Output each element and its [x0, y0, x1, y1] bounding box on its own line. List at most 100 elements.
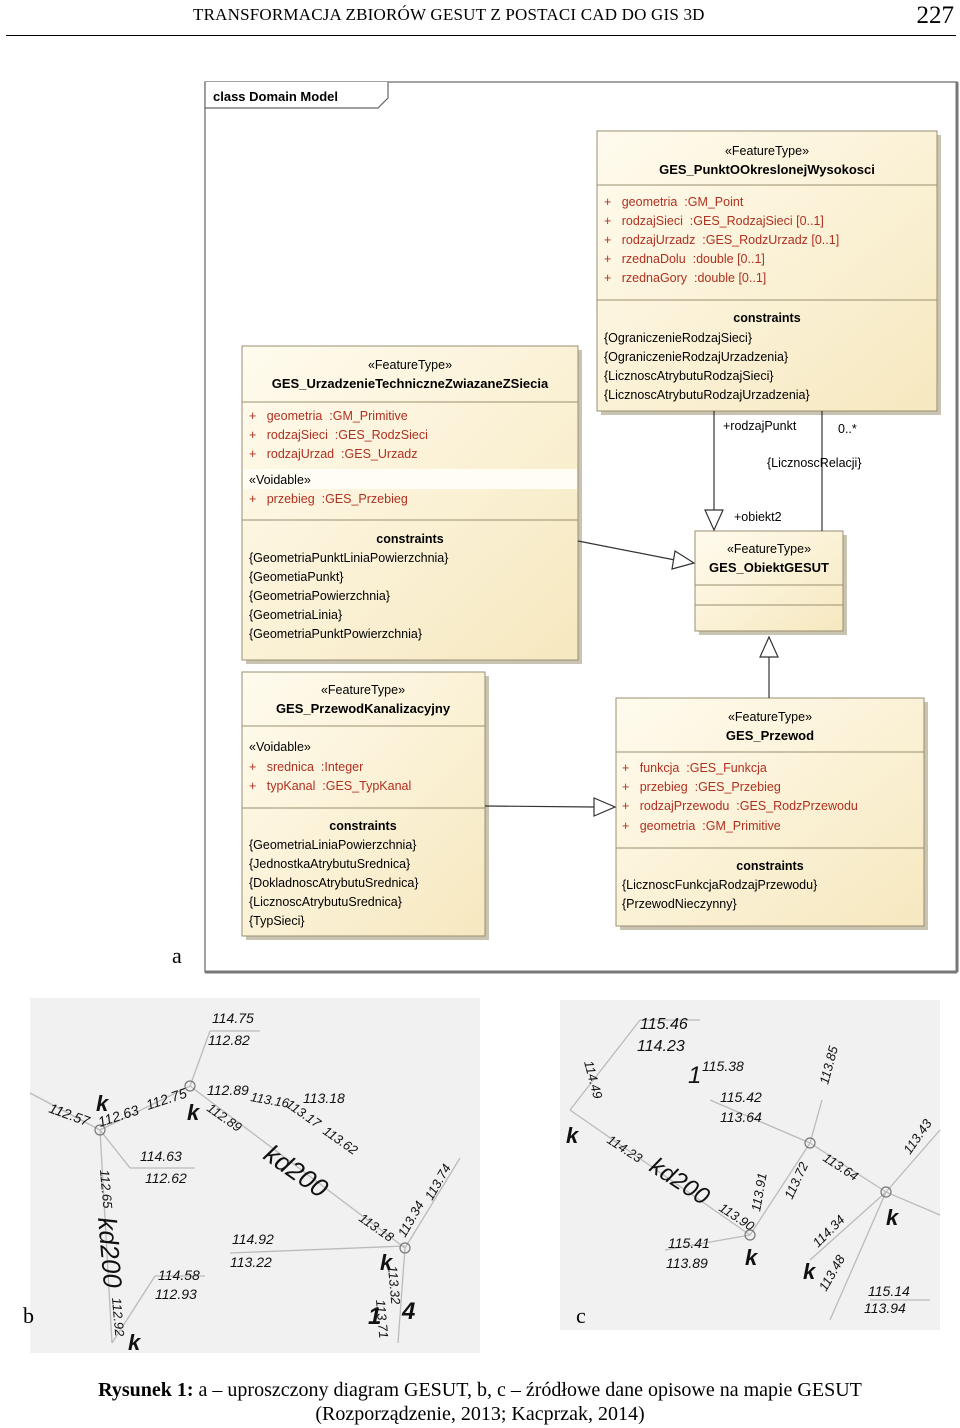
map-label: 114.23	[637, 1038, 685, 1055]
map-label: k	[745, 1245, 759, 1270]
class-przewod-attr: + geometria :GM_Primitive	[622, 819, 781, 833]
generalization-arrowhead	[704, 509, 724, 532]
class-kanal-constraint: {LicznoscAtrybutuSrednica}	[249, 895, 402, 909]
class-przewod-attr: + rodzajPrzewodu :GES_RodzPrzewodu	[622, 799, 858, 813]
class-kanal: «FeatureType» GES_PrzewodKanalizacyjny «…	[241, 671, 489, 940]
class-urzadzenie: «FeatureType» GES_UrzadzenieTechniczneZw…	[241, 345, 582, 664]
panel-label-b: b	[23, 1303, 34, 1328]
map-label: kd200	[92, 1216, 128, 1290]
map-label: k	[886, 1205, 900, 1230]
map-label: k	[96, 1091, 110, 1116]
map-label: k	[380, 1250, 394, 1275]
class-urzadzenie-name: GES_UrzadzenieTechniczneZwiazaneZSiecia	[272, 376, 549, 391]
class-obiekt-name: GES_ObiektGESUT	[709, 560, 829, 575]
class-punkt-attr: + geometria :GM_Point	[604, 195, 744, 209]
class-przewod-attr: + przebieg :GES_Przebieg	[622, 780, 781, 794]
map-label: k	[566, 1123, 580, 1148]
class-przewod-constraint: {PrzewodNieczynny}	[622, 897, 737, 911]
generalization-urzadzenie-obiekt	[577, 540, 676, 561]
generalization-kanal-przewod	[484, 805, 595, 808]
class-urzadzenie-constraint: {GeometriaPunktPowierzchnia}	[249, 627, 422, 641]
map-label: 113.32	[385, 1265, 403, 1306]
caption-label: Rysunek 1:	[98, 1379, 194, 1401]
class-punkt-constraint: {OgraniczenieRodzajSieci}	[604, 331, 752, 345]
class-punkt-name: GES_PunktOOkreslonejWysokosci	[659, 162, 875, 177]
association-constraint: {LicznoscRelacji}	[767, 456, 862, 470]
class-przewod-constraints-title: constraints	[736, 859, 803, 873]
class-urzadzenie-attr: + rodzajSieci :GES_RodzSieci	[249, 428, 428, 442]
map-label: 115.38	[702, 1058, 744, 1074]
map-label: 112.82	[208, 1032, 250, 1048]
map-label: 112.65	[97, 1169, 115, 1210]
page-header: TRANSFORMACJA ZBIORÓW GESUT Z POSTACI CA…	[0, 0, 960, 40]
class-obiekt-stereotype: «FeatureType»	[727, 542, 811, 556]
class-kanal-name: GES_PrzewodKanalizacyjny	[276, 701, 451, 716]
map-label: 113.64	[720, 1109, 762, 1125]
map-label: 113.22	[230, 1254, 272, 1270]
map-label: k	[128, 1330, 142, 1355]
uml-connectors	[484, 411, 823, 817]
map-label: 115.42	[720, 1089, 762, 1105]
class-przewod: «FeatureType» GES_Przewod + funkcja :GES…	[615, 697, 928, 930]
class-punkt-constraint: {LicznoscAtrybutuRodzajSieci}	[604, 369, 774, 383]
map-label: 113.71	[373, 1299, 391, 1339]
class-urzadzenie-voidable: «Voidable»	[249, 473, 311, 487]
map-b-background	[30, 998, 480, 1353]
class-punkt-attr: + rodzajUrzadz :GES_RodzUrzadz [0..1]	[604, 233, 839, 247]
header-rule	[6, 35, 956, 36]
class-przewod-stereotype: «FeatureType»	[728, 710, 812, 724]
map-c-nodes	[744, 1137, 892, 1241]
map-label: 114.75	[212, 1010, 254, 1026]
class-kanal-constraint: {DokladnoscAtrybutuSrednica}	[249, 876, 419, 890]
map-c-lines	[569, 1019, 941, 1321]
map-label: 115.46	[640, 1016, 688, 1033]
generalization-arrowhead	[759, 635, 779, 658]
map-label: 114.63	[140, 1148, 182, 1164]
class-urzadzenie-constraints-title: constraints	[376, 532, 443, 546]
map-label: 115.41	[668, 1235, 710, 1251]
map-label: 114.92	[232, 1231, 274, 1247]
class-urzadzenie-attr: + przebieg :GES_Przebieg	[249, 492, 408, 506]
uml-diagram: class Domain Model «FeatureType» GES_Pun…	[204, 81, 959, 974]
map-c: 115.46 114.23 1 115.38 114.49 115.42 113…	[560, 1000, 941, 1330]
class-urzadzenie-attr: + rodzajUrzad :GES_Urzadz	[249, 447, 417, 461]
class-punkt-constraint: {LicznoscAtrybutuRodzajUrzadzenia}	[604, 388, 810, 402]
map-label: k	[803, 1259, 817, 1284]
generalization-arrowhead	[593, 797, 617, 817]
panel-label-c: c	[576, 1303, 586, 1328]
map-label: 113.91	[748, 1172, 770, 1213]
association-role-target: +obiekt2	[734, 510, 782, 524]
class-przewod-attr: + funkcja :GES_Funkcja	[622, 761, 767, 775]
class-urzadzenie-constraint: {GeometiaPunkt}	[249, 570, 344, 584]
class-punkt-attr: + rzednaDolu :double [0..1]	[604, 252, 765, 266]
class-kanal-attr: + srednica :Integer	[249, 760, 363, 774]
map-label: 113.16	[249, 1089, 291, 1111]
class-urzadzenie-constraint: {GeometriaLinia}	[249, 608, 342, 622]
class-kanal-constraint: {TypSieci}	[249, 914, 305, 928]
class-punkt-stereotype: «FeatureType»	[725, 144, 809, 158]
map-b-nodes	[94, 1080, 411, 1254]
map-label: 113.18	[303, 1090, 345, 1106]
class-punkt-attr: + rzednaGory :double [0..1]	[604, 271, 766, 285]
map-label: 112.89	[207, 1082, 249, 1098]
class-urzadzenie-constraint: {GeometriaPunktLiniaPowierzchnia}	[249, 551, 448, 565]
map-label: 112.62	[145, 1170, 187, 1186]
class-przewod-name: GES_Przewod	[726, 728, 814, 743]
map-label: 113.89	[666, 1255, 708, 1271]
map-label: 112.92	[109, 1297, 127, 1338]
uml-frame-tab	[204, 82, 389, 109]
caption-line1: a – uproszczony diagram GESUT, b, c – źr…	[198, 1379, 862, 1401]
class-obiekt: «FeatureType» GES_ObiektGESUT	[694, 530, 847, 635]
association-multiplicity: 0..*	[838, 422, 857, 436]
class-punkt-attr: + rodzajSieci :GES_RodzajSieci [0..1]	[604, 214, 824, 228]
panel-label-a: a	[172, 943, 182, 968]
class-przewod-constraint: {LicznoscFunkcjaRodzajPrzewodu}	[622, 878, 817, 892]
map-b-lines	[29, 1030, 461, 1344]
association-role-source: +rodzajPunkt	[723, 419, 797, 433]
class-kanal-voidable: «Voidable»	[249, 740, 311, 754]
map-label: 113.94	[864, 1300, 906, 1316]
page-number: 227	[916, 2, 955, 29]
map-label: 1	[688, 1062, 701, 1089]
uml-frame-title: class Domain Model	[213, 89, 338, 104]
running-title: TRANSFORMACJA ZBIORÓW GESUT Z POSTACI CA…	[193, 5, 705, 24]
